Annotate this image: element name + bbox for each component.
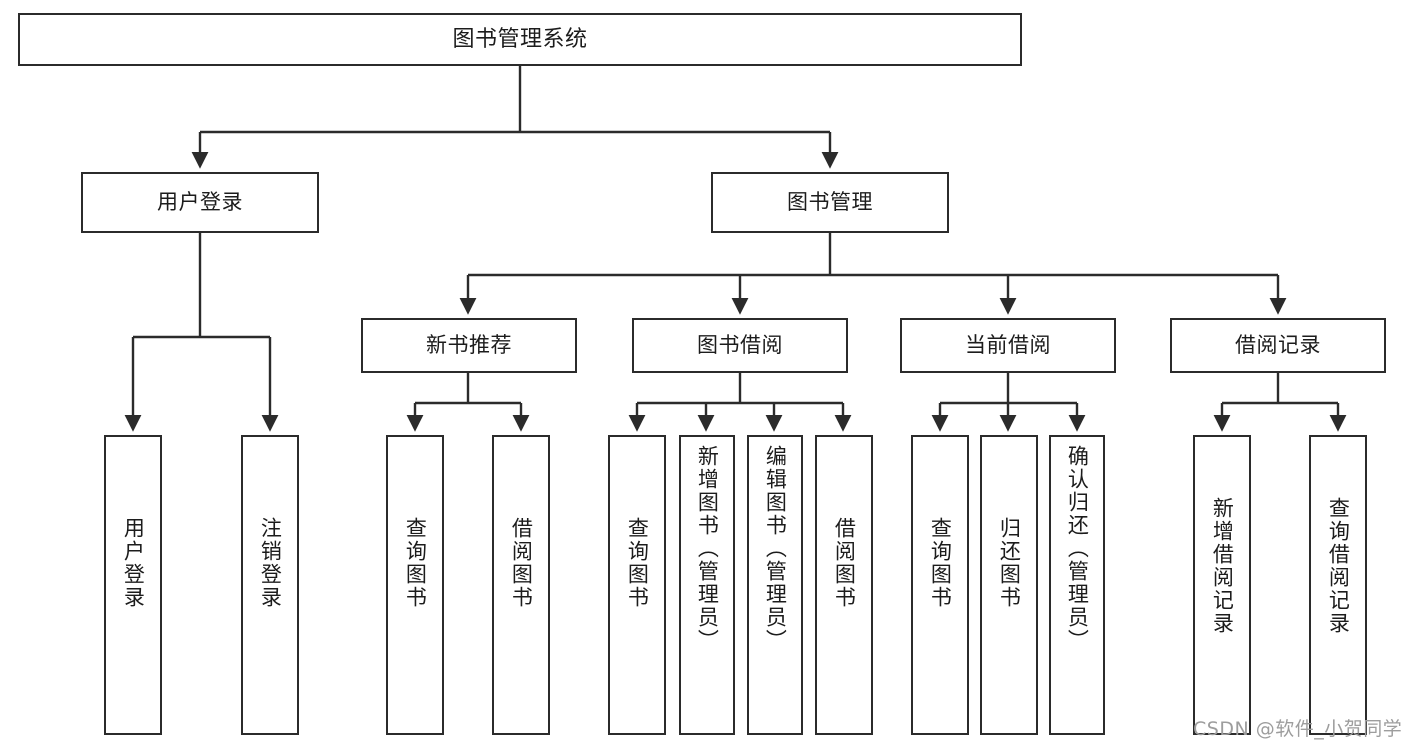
node-book-borrow[interactable]: 图书借阅 [632,318,848,373]
node-label: 图书管理系统 [452,26,588,52]
node-current-borrow[interactable]: 当前借阅 [900,318,1116,373]
leaf-query-borrow-record[interactable]: 查询借阅记录 [1309,435,1367,735]
node-label: 当前借阅 [965,333,1051,358]
node-label: 查询图书 [625,517,650,609]
node-book-management[interactable]: 图书管理 [711,172,949,233]
node-label: 归还图书 [997,517,1022,609]
leaf-query-book-3[interactable]: 查询图书 [911,435,969,735]
leaf-borrow-book-2[interactable]: 借阅图书 [815,435,873,735]
node-label: 查询图书 [403,517,428,609]
node-label: 新增借阅记录 [1210,497,1235,635]
node-label: 编辑图书（管理员） [763,445,788,652]
leaf-query-book-1[interactable]: 查询图书 [386,435,444,735]
node-new-book-recommendation[interactable]: 新书推荐 [361,318,577,373]
node-label: 借阅图书 [832,517,857,609]
watermark-csdn: CSDN @软件_小贺同学 [1193,718,1403,740]
leaf-confirm-return-admin[interactable]: 确认归还（管理员） [1049,435,1105,735]
leaf-add-borrow-record[interactable]: 新增借阅记录 [1193,435,1251,735]
node-label: 新增图书（管理员） [695,445,720,652]
leaf-query-book-2[interactable]: 查询图书 [608,435,666,735]
node-label: 查询借阅记录 [1326,497,1351,635]
node-label: 新书推荐 [426,333,512,358]
leaf-edit-book-admin[interactable]: 编辑图书（管理员） [747,435,803,735]
leaf-borrow-book-1[interactable]: 借阅图书 [492,435,550,735]
node-label: 注销登录 [258,517,283,609]
node-label: 借阅记录 [1235,333,1321,358]
leaf-return-book[interactable]: 归还图书 [980,435,1038,735]
node-label: 用户登录 [157,190,243,215]
leaf-logout[interactable]: 注销登录 [241,435,299,735]
node-label: 用户登录 [121,517,146,609]
node-label: 借阅图书 [509,517,534,609]
node-label: 查询图书 [928,517,953,609]
node-user-login[interactable]: 用户登录 [81,172,319,233]
node-root-book-management-system[interactable]: 图书管理系统 [18,13,1022,66]
leaf-add-book-admin[interactable]: 新增图书（管理员） [679,435,735,735]
node-label: 图书管理 [787,190,873,215]
leaf-user-login[interactable]: 用户登录 [104,435,162,735]
node-borrow-record[interactable]: 借阅记录 [1170,318,1386,373]
node-label: 确认归还（管理员） [1065,445,1090,652]
node-label: 图书借阅 [697,333,783,358]
